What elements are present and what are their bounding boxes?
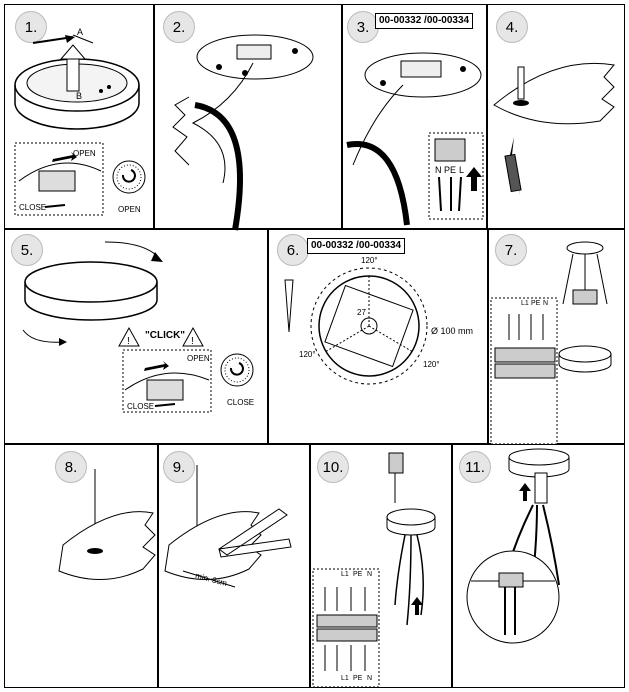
panel-step-7: 7. L1 PE N: [488, 229, 625, 445]
diameter-label: Ø 100 mm: [431, 326, 474, 336]
panel-step-11: 11.: [452, 444, 625, 688]
step-number: 5.: [11, 234, 43, 266]
bottom-terminal-l1: L1: [341, 675, 349, 682]
step-number: 7.: [495, 234, 527, 266]
step-number: 3.: [347, 11, 379, 43]
lamp-rotate-illustration: [14, 34, 146, 216]
top-terminal-n: N: [367, 571, 373, 578]
bottom-terminal-n: N: [367, 675, 373, 682]
terminal-pe: PE: [444, 165, 457, 175]
top-terminal-l1: L1: [341, 571, 349, 578]
angle-right: 120°: [423, 360, 440, 369]
panel-step-5: 5. ! ! "CLICK" OPEN CLOSE CLOSE: [4, 229, 268, 444]
panel-step-6: 6. 00-00332 /00-00334 120° 120° 120° 27 …: [268, 229, 488, 444]
step-number: 8.: [55, 451, 87, 483]
angle-left: 120°: [299, 350, 316, 359]
ceiling-base-illustration: [172, 34, 314, 231]
final-assembly-illustration: [466, 448, 570, 644]
close-label: CLOSE: [19, 203, 47, 212]
wiring-illustration: [346, 52, 484, 226]
terminal-l1: L1: [521, 300, 529, 307]
small-angle: 27: [357, 308, 366, 317]
panel-step-9: 9. min. 3cm: [158, 444, 310, 688]
product-codes: 00-00332 /00-00334: [307, 238, 406, 254]
svg-text:!: !: [191, 336, 194, 347]
panel-step-2: 2.: [154, 4, 342, 231]
close-clock-label: CLOSE: [227, 398, 255, 407]
svg-text:!: !: [127, 336, 130, 347]
terminal-n: N: [543, 300, 549, 307]
step-number: 6.: [277, 234, 309, 266]
cable-cut-illustration: [164, 465, 292, 588]
step-number: 1.: [15, 11, 47, 43]
lamp-attach-illustration: ! !: [22, 241, 254, 413]
panel-step-10: 10. L1 PE N L1 PE N: [310, 444, 452, 688]
terminal-pe: PE: [531, 300, 541, 307]
open-label: OPEN: [73, 149, 96, 158]
connector-illustration: [490, 241, 612, 445]
screw-fixing-illustration: [493, 62, 615, 195]
panel-step-8: 8.: [4, 444, 158, 688]
close-label: CLOSE: [127, 402, 155, 411]
junction-box-illustration: [284, 267, 428, 385]
connection-illustration: [312, 452, 436, 688]
step-number: 9.: [163, 451, 195, 483]
step-number: 4.: [496, 11, 528, 43]
open-clock-label: OPEN: [118, 205, 141, 214]
angle-top: 120°: [361, 256, 378, 265]
product-codes: 00-00332 /00-00334: [375, 13, 474, 29]
terminal-n: N: [435, 165, 442, 175]
panel-step-1: 1. A B OPEN CLOSE OPEN: [4, 4, 154, 229]
bottom-terminal-pe: PE: [353, 675, 363, 682]
step-number: 10.: [317, 451, 349, 483]
open-label: OPEN: [187, 354, 210, 363]
step-number: 2.: [163, 11, 195, 43]
top-terminal-pe: PE: [353, 571, 363, 578]
arrow-b-label: B: [76, 91, 83, 101]
click-label: "CLICK": [145, 330, 186, 341]
step-number: 11.: [459, 451, 491, 483]
terminal-l: L: [459, 165, 465, 175]
panel-step-4: 4.: [487, 4, 625, 229]
arrow-a-label: A: [77, 27, 84, 37]
panel-step-3: 3. 00-00332 /00-00334 N PE L: [342, 4, 487, 229]
cable-hook-illustration: [58, 469, 156, 580]
